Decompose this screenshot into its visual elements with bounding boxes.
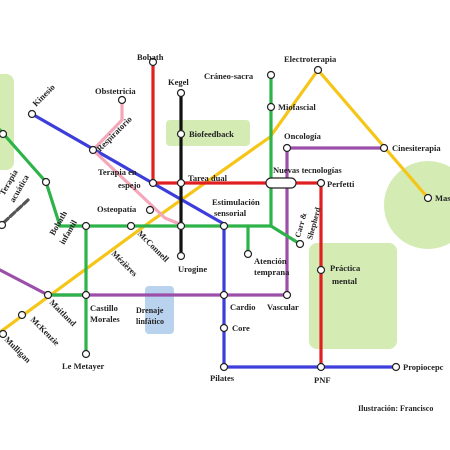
station-left-purple[interactable] <box>0 220 7 230</box>
label-nuevas-tecnologias: Nuevas tecnologías <box>273 165 342 175</box>
station-left-zone[interactable] <box>0 129 8 139</box>
label-osteopatia: Osteopatía <box>97 204 137 214</box>
zone-mas <box>384 161 450 249</box>
label-biofeedback: Biofeedback <box>189 129 234 139</box>
station-respiratorio[interactable] <box>88 145 98 155</box>
label-urogine: Urogine <box>178 264 207 274</box>
label-estimulacion-2: sensorial <box>214 208 247 218</box>
label-atencion-2: temprana <box>254 267 290 277</box>
station-craneo-sacra[interactable] <box>266 70 276 80</box>
label-atencion-1: Atención <box>254 256 287 266</box>
station-vascular[interactable] <box>282 290 292 300</box>
station-pilates[interactable] <box>219 362 229 372</box>
label-le-metayer: Le Metayer <box>62 361 104 371</box>
label-kinesio: Kinesio <box>30 82 56 108</box>
label-mcconnell: McConnell <box>136 228 172 264</box>
label-propiocepcion: Propiocepc <box>403 362 444 372</box>
label-respiratorio: Respiratorio <box>94 114 133 153</box>
station-kinesio[interactable] <box>27 109 37 119</box>
label-obstetricia: Obstetricia <box>95 86 136 96</box>
station-cinesiterapia[interactable] <box>379 143 389 153</box>
station-biofeedback[interactable] <box>176 129 186 139</box>
label-cardio: Cardio <box>230 302 256 312</box>
station-perfetti[interactable] <box>316 178 326 188</box>
zone-biofeedback <box>166 120 250 146</box>
zone-practica-mental <box>309 243 397 349</box>
station-terapia-acuatica[interactable] <box>41 177 51 187</box>
station-cardio[interactable] <box>219 290 229 300</box>
label-terapia-espejo-1: Terapia en <box>98 167 137 177</box>
green-line-branch[interactable] <box>0 128 88 228</box>
station-oncologia[interactable] <box>282 143 292 153</box>
station-mulligan[interactable] <box>0 329 8 339</box>
station-atencion-temprana[interactable] <box>243 249 253 259</box>
interchange-nuevas-tecnologias[interactable] <box>265 177 297 189</box>
zone-drenaje <box>145 286 174 334</box>
label-mckenzie: McKenzie <box>29 314 62 347</box>
gray-dashed-spur <box>0 198 30 228</box>
station-core[interactable] <box>219 323 229 333</box>
label-terapia-espejo-2: espejo <box>118 180 141 190</box>
label-estimulacion-1: Estimulación <box>212 197 260 207</box>
station-urogine[interactable] <box>176 251 186 261</box>
label-castillo-2: Morales <box>90 314 120 324</box>
station-mas[interactable] <box>423 193 433 203</box>
label-pilates: Pilates <box>210 373 235 383</box>
green-line-spur-carr[interactable] <box>269 224 302 246</box>
station-terapia-espejo[interactable] <box>148 178 158 188</box>
station-le-metayer[interactable] <box>81 349 91 359</box>
label-castillo-1: Castillo <box>90 303 118 313</box>
label-tarea-dual: Tarea dual <box>188 173 228 183</box>
label-mas: Mas <box>435 193 450 203</box>
label-core: Core <box>232 323 250 333</box>
station-electroterapia[interactable] <box>313 65 323 75</box>
station-practica-mental[interactable] <box>316 265 326 275</box>
station-carr-shepherd[interactable] <box>295 239 305 249</box>
station-mcconnell[interactable] <box>126 221 136 231</box>
label-miofascial: Miofascial <box>278 102 316 112</box>
station-kegel[interactable] <box>176 88 186 98</box>
label-kegel: Kegel <box>168 77 189 87</box>
station-castillo-morales[interactable] <box>81 290 91 300</box>
label-maitland: Maitland <box>48 297 79 328</box>
station-pnf[interactable] <box>316 362 326 372</box>
credit-text: Ilustración: Francisco <box>358 404 433 413</box>
label-electroterapia: Electroterapia <box>284 54 337 64</box>
station-bobath[interactable] <box>148 57 158 67</box>
station-bobath-infantil[interactable] <box>81 221 91 231</box>
station-miofascial[interactable] <box>266 102 276 112</box>
station-estimulacion-sensorial[interactable] <box>219 221 229 231</box>
red-line[interactable] <box>151 60 323 369</box>
label-mezieres: Mézières <box>110 248 140 278</box>
label-craneo-sacra: Cráneo-sacra <box>204 71 254 81</box>
station-mckenzie[interactable] <box>17 310 27 320</box>
label-pnf: PNF <box>314 375 331 385</box>
label-vascular: Vascular <box>267 302 299 312</box>
station-propiocepcion[interactable] <box>391 362 401 372</box>
station-tarea-dual[interactable] <box>176 178 186 188</box>
station-obstetricia[interactable] <box>117 95 127 105</box>
label-cinesiterapia: Cinesiterapia <box>392 143 441 153</box>
label-mulligan: Mulligan <box>3 334 34 365</box>
label-perfetti: Perfetti <box>327 179 355 189</box>
station-osteopatia[interactable] <box>145 205 155 215</box>
label-oncologia: Oncología <box>284 131 322 141</box>
zone-left-top <box>0 74 14 170</box>
station-maitland[interactable] <box>43 290 53 300</box>
label-bobath: Bobath <box>137 52 164 62</box>
station-urogine-junction[interactable] <box>176 221 186 231</box>
